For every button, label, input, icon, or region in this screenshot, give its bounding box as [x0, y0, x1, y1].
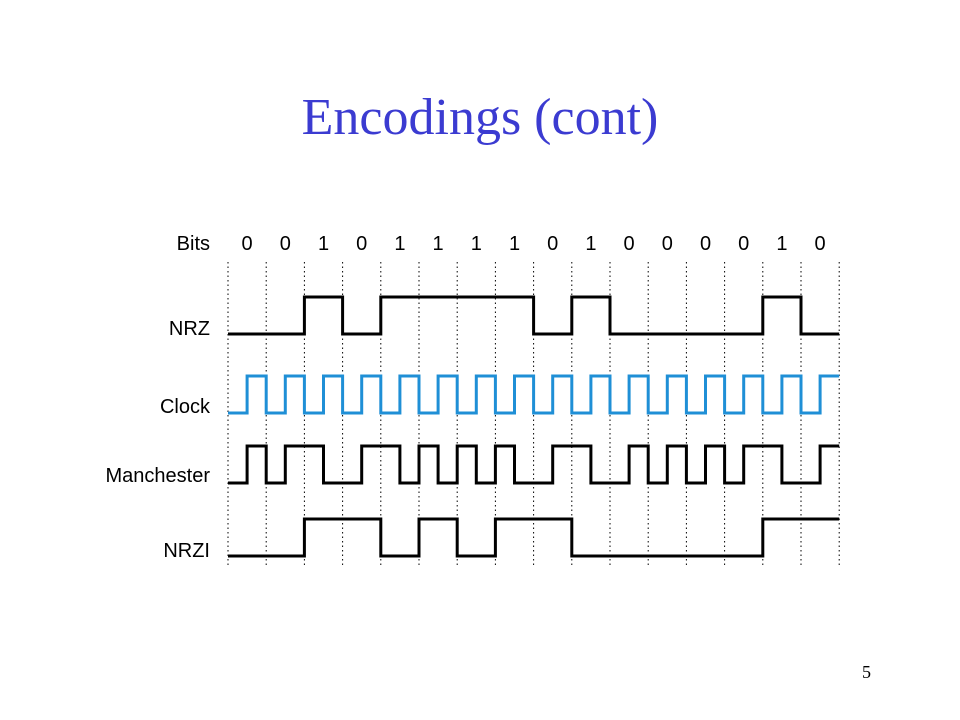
nrz-waveform [228, 295, 840, 336]
manchester-waveform [228, 444, 840, 485]
bits-label: Bits [177, 233, 210, 255]
bit-value: 0 [547, 233, 558, 255]
waveforms [228, 295, 840, 558]
bit-value: 0 [738, 233, 749, 255]
bit-value: 0 [624, 233, 635, 255]
bit-values: 0 0 1 0 1 1 1 1 0 1 0 0 0 0 1 0 [242, 233, 826, 255]
bit-value: 0 [700, 233, 711, 255]
bit-value: 0 [242, 233, 253, 255]
clock-label: Clock [160, 396, 211, 418]
bit-value: 1 [776, 233, 787, 255]
bit-value: 0 [280, 233, 291, 255]
slide-title: Encodings (cont) [301, 89, 659, 146]
nrzi-label: NRZI [163, 540, 210, 562]
manchester-label: Manchester [106, 465, 211, 487]
bit-value: 0 [356, 233, 367, 255]
bit-value: 1 [509, 233, 520, 255]
bit-value: 1 [318, 233, 329, 255]
bit-value: 1 [394, 233, 405, 255]
page-number: 5 [862, 662, 871, 682]
nrz-label: NRZ [169, 318, 210, 340]
bit-value: 0 [815, 233, 826, 255]
clock-waveform [228, 374, 840, 415]
bit-value: 1 [471, 233, 482, 255]
bit-value: 1 [433, 233, 444, 255]
bit-value: 1 [585, 233, 596, 255]
nrzi-waveform [228, 517, 840, 558]
bit-value: 0 [662, 233, 673, 255]
